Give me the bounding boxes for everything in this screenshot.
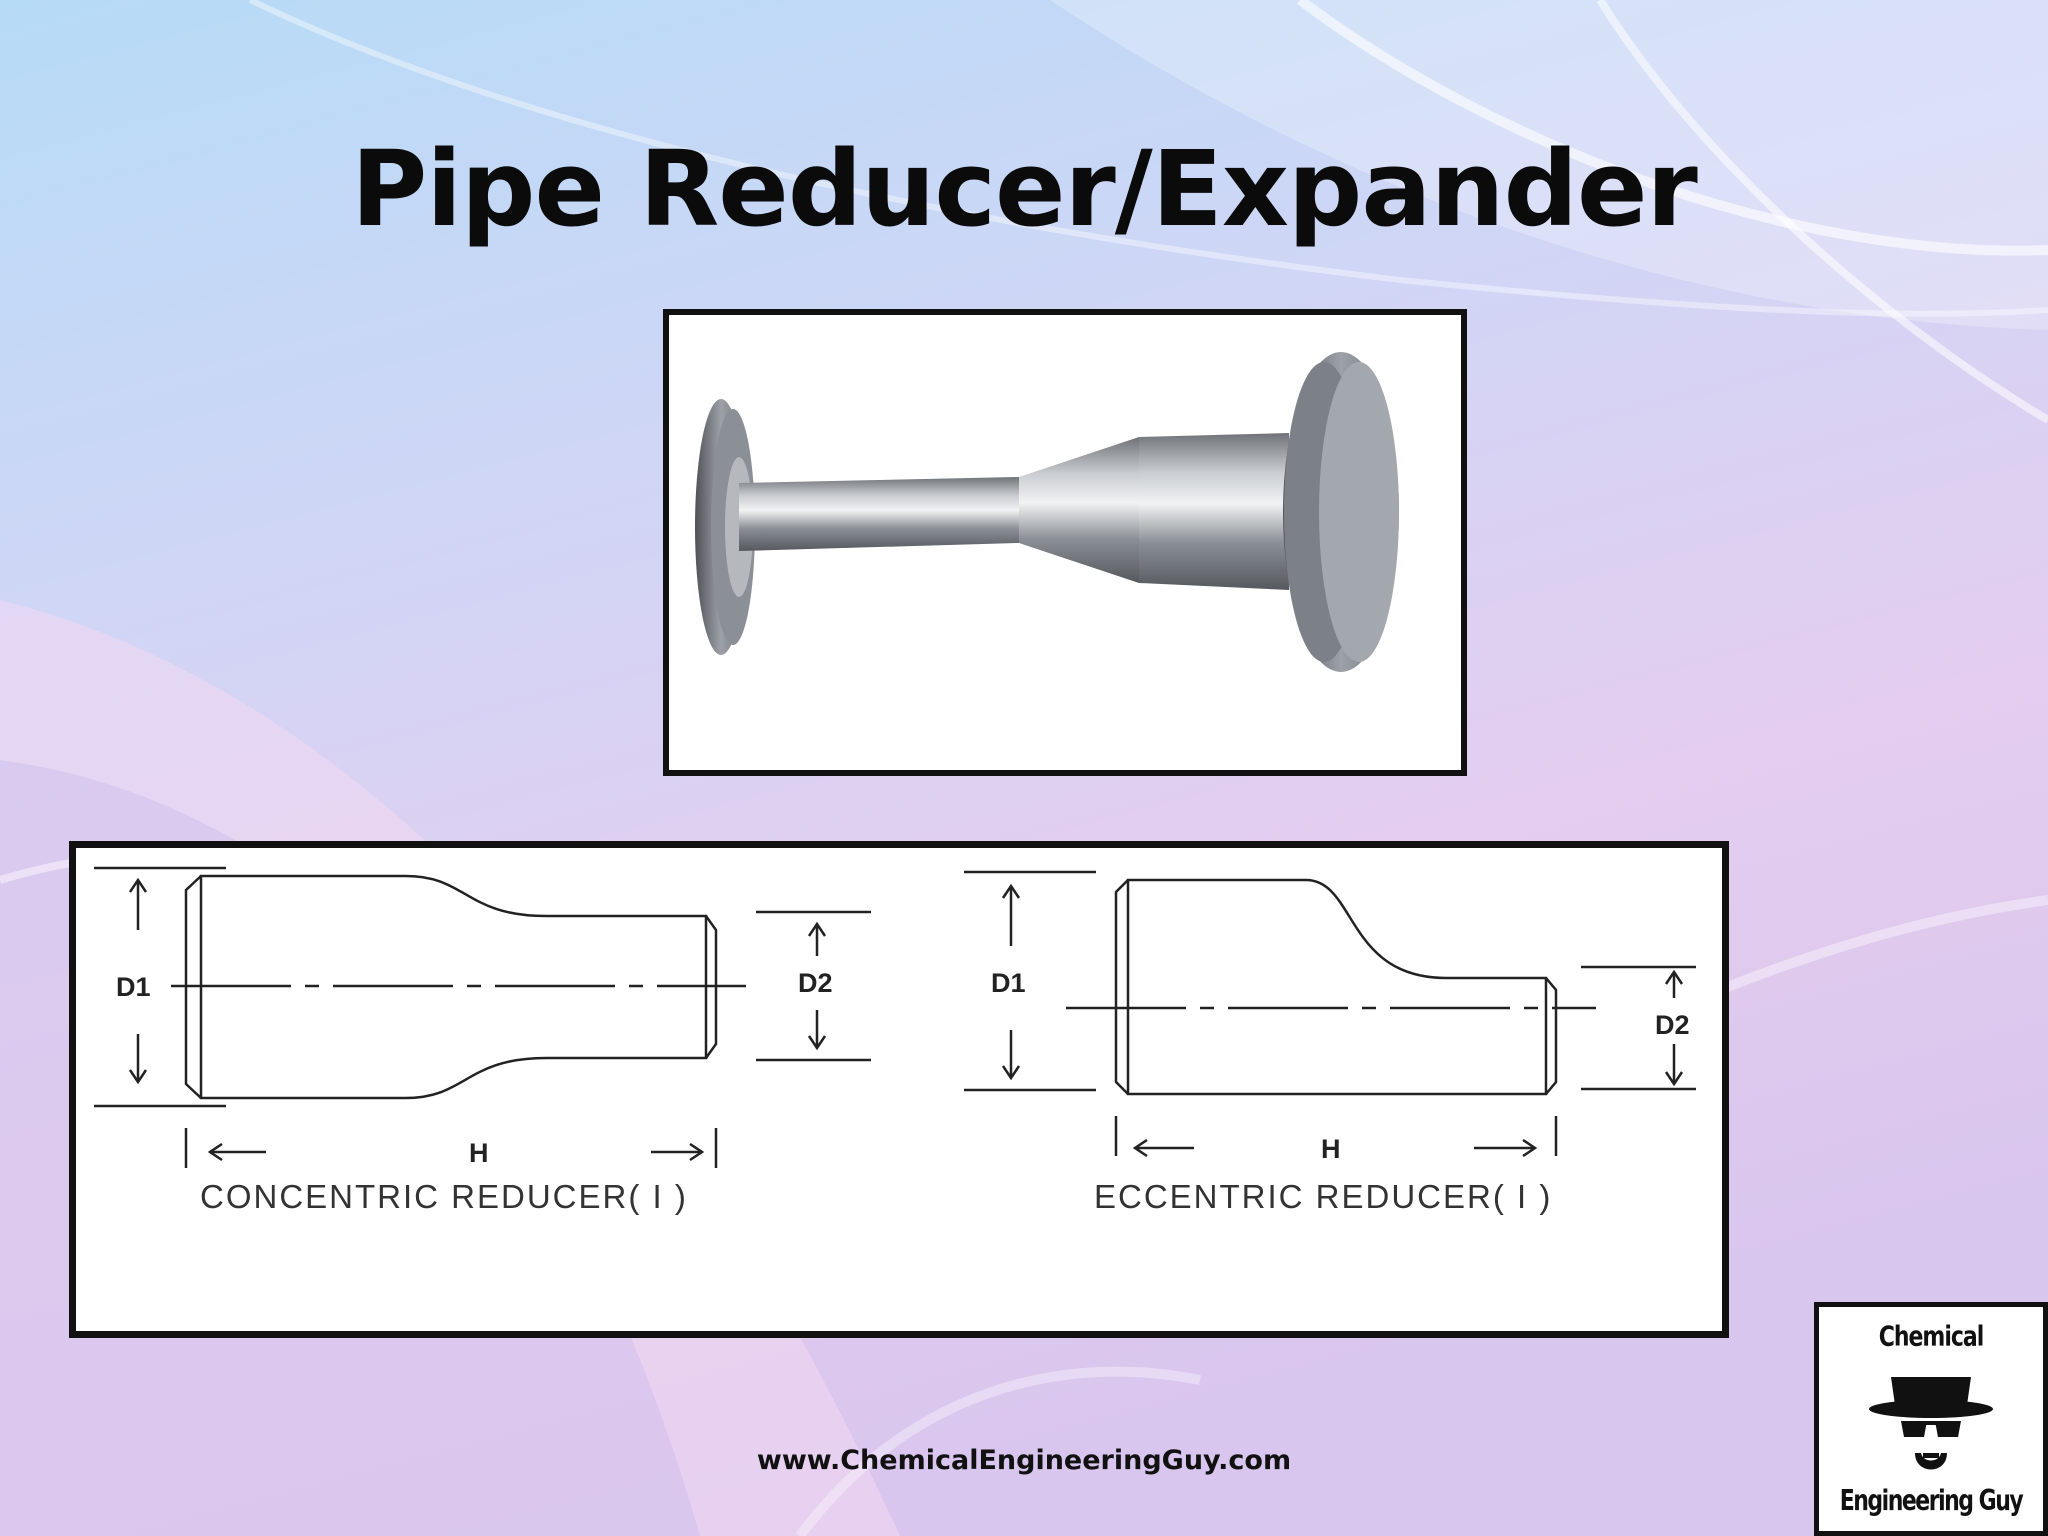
- eccentric-d2-label: D2: [1655, 1010, 1690, 1040]
- concentric-d2-label: D2: [798, 968, 833, 998]
- hat-glasses-beard-icon: [1869, 1377, 1993, 1470]
- logo-line2: Engineering Guy: [1839, 1485, 2024, 1518]
- dimension-arrows: [128, 877, 1684, 1162]
- eccentric-d1-label: D1: [991, 968, 1026, 998]
- logo: Chemical Engineering Guy: [1814, 1302, 2048, 1536]
- eccentric-caption: ECCENTRIC REDUCER( I ): [1094, 1178, 1552, 1215]
- reducer-drawing: D1 D2 H D1 D2 H CONCENTRIC REDUCER( I ) …: [69, 841, 1729, 1338]
- slide-title: Pipe Reducer/Expander: [351, 128, 1698, 250]
- eccentric-reducer-outline: [1126, 878, 1548, 1096]
- reducer-drawing-svg: D1 D2 H D1 D2 H CONCENTRIC REDUCER( I ) …: [76, 848, 1722, 1331]
- concentric-caption: CONCENTRIC REDUCER( I ): [200, 1178, 688, 1215]
- concentric-h-label: H: [469, 1138, 489, 1168]
- reducer-photo-image: [669, 315, 1461, 770]
- reducer-photo: [663, 309, 1467, 776]
- logo-line1: Chemical: [1878, 1321, 1985, 1354]
- concentric-d1-label: D1: [116, 972, 151, 1002]
- eccentric-h-label: H: [1321, 1134, 1341, 1164]
- footer-url: www.ChemicalEngineeringGuy.com: [756, 1445, 1292, 1476]
